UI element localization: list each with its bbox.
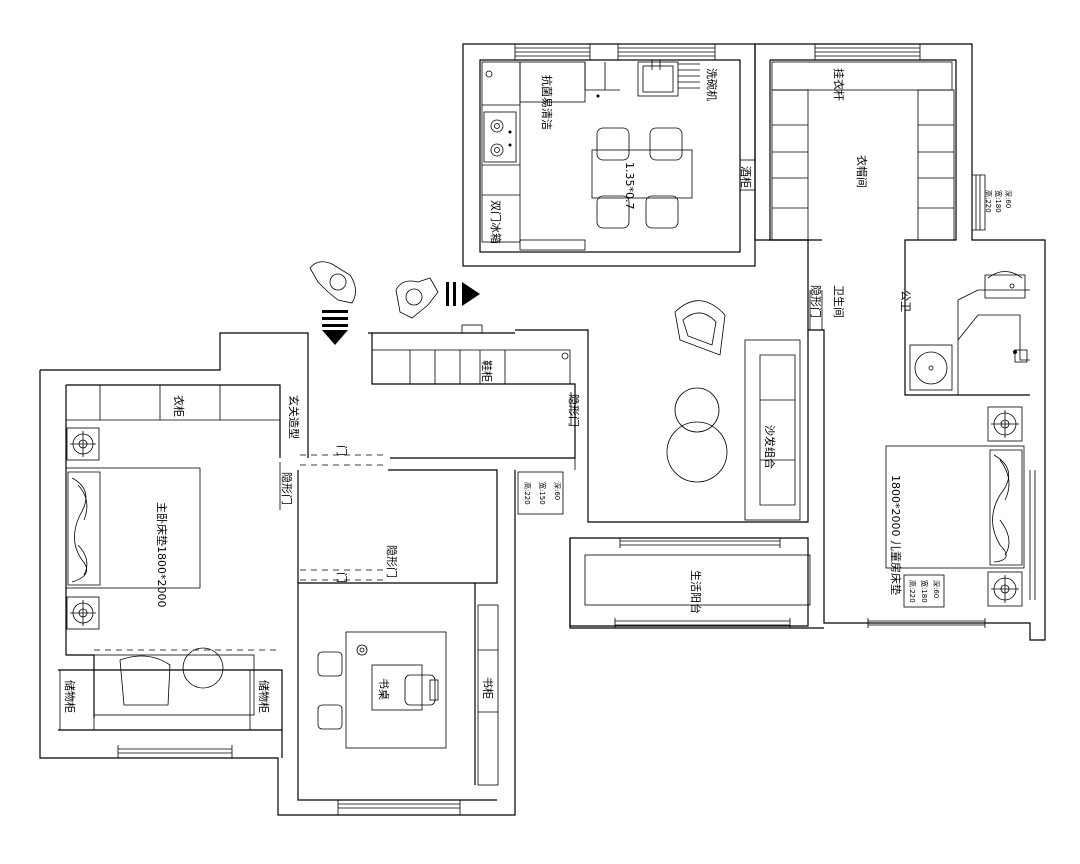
cloakroom — [771, 61, 955, 241]
doors — [300, 290, 823, 581]
note-c-1: 高:220 — [908, 580, 917, 603]
label-cloak-shelf: 挂衣杆 — [832, 68, 846, 101]
second-bedroom — [885, 406, 1025, 608]
labels: 抗菌易清洁 洗碗机 双门冰箱 1.35*0.7 酒柜 衣帽间 挂衣杆 隐形门 卫… — [63, 68, 912, 713]
study — [317, 604, 499, 786]
label-left-cabinet-2: 储物柜 — [257, 680, 271, 713]
living-room — [584, 300, 811, 606]
chair-icon — [317, 651, 439, 730]
windows — [117, 44, 1036, 815]
lamp-icon — [987, 406, 1023, 607]
note-a-1: 高:220 — [523, 482, 532, 505]
label-door-2: 门 — [335, 572, 349, 583]
label-sofa: 沙发组合 — [763, 425, 777, 469]
note-b-2: 宽:180 — [994, 190, 1003, 213]
master-bedroom — [59, 385, 283, 731]
note-b-1: 高:220 — [984, 190, 993, 213]
label-balcony: 生活阳台 — [689, 570, 703, 614]
note-b-3: 深:60 — [1004, 190, 1013, 208]
label-left-cabinet: 储物柜 — [63, 680, 77, 713]
label-cloakroom: 衣帽间 — [855, 155, 869, 188]
lamp-icon — [66, 427, 100, 630]
arrow-icon — [322, 282, 480, 345]
label-bookshelf: 书柜 — [481, 677, 494, 699]
label-dishwasher: 洗碗机 — [705, 68, 719, 101]
toilet-icon — [984, 271, 1026, 299]
label-cabinet: 酒柜 — [739, 166, 752, 188]
label-foyer: 玄关造型 — [287, 395, 301, 439]
label-entry-cabinet: 鞋柜 — [480, 360, 494, 382]
label-bath-1: 卫生间 — [832, 285, 846, 318]
walls — [39, 43, 1046, 816]
person-icon — [309, 261, 439, 319]
bathroom-right — [909, 271, 1030, 395]
label-tall-cabinet: 衣柜 — [172, 395, 186, 417]
label-door-1: 门 — [335, 445, 349, 456]
label-fridge: 双门冰箱 — [489, 200, 503, 244]
label-public-bath: 隐形门 — [385, 545, 399, 578]
note-c-3: 深:60 — [932, 580, 941, 598]
label-hidden-door-2: 隐形门 — [567, 394, 581, 427]
sink-icon — [637, 60, 700, 97]
label-study: 书桌 — [377, 678, 390, 700]
label-hidden-door-1: 隐形门 — [809, 285, 823, 318]
dimension-notes: 高:220 宽:150 深:60 高:220 宽:180 深:60 高:220 … — [523, 190, 1013, 603]
label-bed-second: 1800*2000 儿童房床垫 — [889, 475, 903, 595]
label-hidden-door-3: 隐形门 — [280, 472, 294, 505]
note-a-2: 宽:150 — [538, 482, 547, 505]
label-bed-master: 主卧床垫1800*2000 — [155, 502, 169, 608]
note-c-2: 宽:180 — [920, 580, 929, 603]
label-dining-table: 1.35*0.7 — [623, 162, 636, 210]
dining-table — [591, 149, 693, 199]
stove-icon — [483, 111, 517, 163]
label-bath-2: 公卫 — [899, 290, 912, 312]
note-a-3: 深:60 — [553, 482, 562, 500]
entry — [372, 324, 576, 515]
chair-icon — [596, 127, 683, 229]
label-kitchen-counter: 抗菌易清洁 — [540, 75, 554, 130]
armchair-icon — [674, 300, 726, 356]
kitchen — [481, 60, 756, 251]
